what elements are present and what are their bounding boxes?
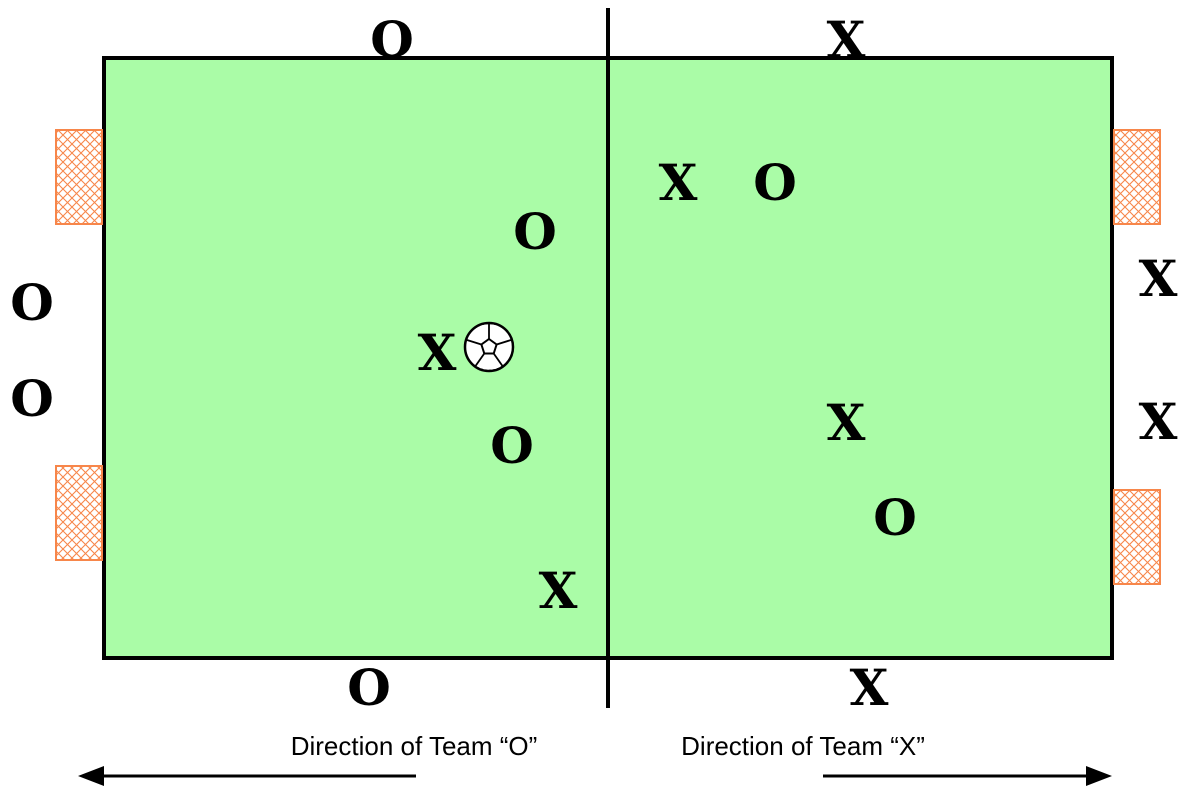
goal-right-top — [1113, 129, 1161, 225]
goal-left-top — [55, 129, 103, 225]
player-o-left-sideline-2: O — [10, 369, 54, 428]
player-x-right-sideline-1: X — [1139, 249, 1178, 308]
player-o-right-half-1: O — [753, 153, 797, 212]
arrow-left-icon — [78, 766, 416, 786]
player-x-left-half: X — [539, 561, 578, 620]
player-o-right-half-2: O — [873, 488, 917, 547]
goal-right-bottom — [1113, 489, 1161, 585]
team-x-direction-label: Direction of Team “X” — [681, 731, 925, 761]
player-x-top-right: X — [827, 10, 866, 69]
player-o-left-half-2: O — [490, 416, 534, 475]
player-x-right-sideline-2: X — [1139, 392, 1178, 451]
player-x-right-half-1: X — [659, 153, 698, 212]
player-o-left-sideline-1: O — [10, 273, 54, 332]
player-o-left-half-1: O — [513, 202, 557, 261]
player-x-ball-carrier: X — [418, 323, 457, 382]
team-o-direction-label: Direction of Team “O” — [291, 731, 538, 761]
player-x-bottom-right: X — [850, 658, 889, 717]
player-x-right-half-2: X — [827, 393, 866, 452]
arrow-right-icon — [823, 766, 1112, 786]
soccer-ball-icon — [463, 321, 515, 373]
player-o-bottom-left: O — [347, 658, 391, 717]
goal-left-bottom — [55, 465, 103, 561]
player-o-top-left: O — [370, 10, 414, 69]
